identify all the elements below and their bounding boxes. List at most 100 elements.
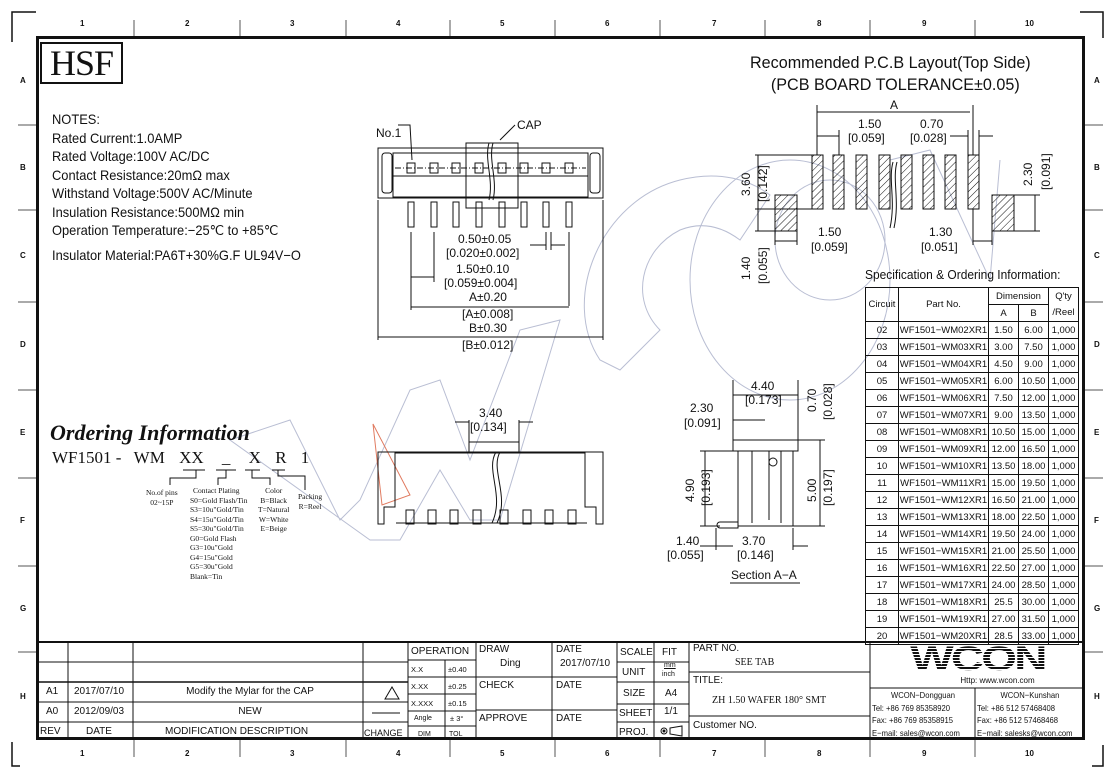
pcb-dim-padh: 2.30	[1021, 162, 1035, 186]
qty-cell: 1,000	[1048, 321, 1079, 339]
pcb-layout-title: Recommended P.C.B Layout(Top Side) (PCB …	[750, 52, 1031, 96]
code-pins: XX	[179, 448, 204, 467]
part-no-cell: WF1501−WM16XR1	[898, 559, 989, 577]
pcb-dim-padh-in: [0.091]	[1039, 153, 1053, 190]
dim-b-cell: 31.50	[1018, 610, 1049, 628]
zone-row: A	[20, 76, 26, 85]
qty-cell: 1,000	[1048, 508, 1079, 526]
qty-cell: 1,000	[1048, 491, 1079, 509]
top-dim-4: B±0.30	[469, 321, 507, 335]
part-no-cell: WF1501−WM11XR1	[898, 474, 989, 492]
pcb-dim-padw: 0.70	[920, 117, 944, 131]
qty-cell: 1,000	[1048, 593, 1079, 611]
dim-b-cell: 27.00	[1018, 559, 1049, 577]
part-no-cell: WF1501−WM10XR1	[898, 457, 989, 475]
part-no-cell: WF1501−WM17XR1	[898, 576, 989, 594]
pcb-title-line1: Recommended P.C.B Layout(Top Side)	[750, 53, 1031, 72]
part-no-cell: WF1501−WM12XR1	[898, 491, 989, 509]
dim-a-cell: 18.00	[988, 508, 1019, 526]
zone-col: 1	[80, 19, 85, 28]
dim-b-cell: 21.00	[1018, 491, 1049, 509]
check-date-label: DATE	[556, 680, 582, 691]
office-fax: Fax: +86 512 57468468	[977, 715, 1059, 725]
spec-table: Circuit Part No. Dimension Q'ty A B /Ree…	[865, 287, 1079, 645]
office-name: WCON−Kunshan	[1000, 690, 1060, 700]
rev-date-cell: 2012/09/03	[74, 706, 125, 717]
dim-a-cell: 4.50	[988, 355, 1019, 373]
code-wm: WM	[133, 448, 165, 467]
check-label: CHECK	[479, 680, 515, 691]
plating-item: Blank=Tin	[190, 571, 223, 581]
rev-cell: A0	[46, 706, 59, 717]
circuit-cell: 08	[865, 423, 899, 441]
dim-a-cell: 9.00	[988, 406, 1019, 424]
plating-item: S5=30u"Gold/Tin	[190, 524, 244, 533]
note-item: Rated Voltage:100V AC/DC	[52, 148, 210, 164]
top-dim-4-in: [B±0.012]	[462, 338, 514, 352]
size-value: A4	[665, 688, 678, 699]
pins-label: No.of pins	[146, 488, 178, 497]
dim-a-cell: 25.5	[988, 593, 1019, 611]
sec-h-left-in: [0.193]	[699, 469, 713, 506]
zone-col: 4	[396, 749, 401, 758]
zone-col: 6	[605, 749, 610, 758]
plating-item: S3=10u"Gold/Tin	[190, 505, 244, 514]
office-tel: Tel: +86 512 57468408	[977, 702, 1056, 713]
color-label: Color	[265, 486, 283, 495]
dim-a-cell: 15.00	[988, 474, 1019, 492]
dim-b-cell: 19.50	[1018, 474, 1049, 492]
tol-dim: X.XXX	[411, 699, 434, 708]
unit-bottom: inch	[662, 671, 675, 678]
cap-label: CAP	[517, 118, 542, 132]
tol-val: ±0.40	[448, 665, 467, 674]
office-email: E−mail: sales@wcon.com	[872, 727, 960, 738]
draw-label: DRAW	[479, 644, 510, 655]
operation-title: OPERATION	[411, 646, 470, 657]
pcb-dim-total-h-in: [0.142]	[756, 165, 770, 202]
note-item: Insulation Resistance:500MΩ min	[52, 203, 245, 220]
circuit-cell: 16	[865, 559, 899, 577]
unit-label: UNIT	[622, 667, 646, 678]
circuit-cell: 06	[865, 389, 899, 407]
rev-cell: A1	[46, 686, 59, 697]
zone-row: H	[20, 692, 26, 701]
sec-lead: 1.40	[676, 534, 700, 548]
pcb-dim-gap-in: [0.051]	[921, 240, 958, 254]
dim-a-cell: 13.50	[988, 457, 1019, 475]
part-no-cell: WF1501−WM15XR1	[898, 542, 989, 560]
section-label: Section A−A	[731, 568, 797, 582]
sec-cap-h: 0.70	[805, 388, 819, 412]
col-a: A	[988, 304, 1019, 322]
part-no-cell: WF1501−WM13XR1	[898, 508, 989, 526]
pcb-dim-side-w-in: [0.059]	[811, 240, 848, 254]
plating-item: G3=10u"Gold	[190, 543, 233, 552]
packing-label: Packing	[298, 492, 323, 501]
sheet-value: 1/1	[664, 706, 678, 717]
part-no-cell: WF1501−WM19XR1	[898, 610, 989, 628]
circuit-cell: 02	[865, 321, 899, 339]
zone-row: D	[20, 340, 26, 349]
part-no-value: SEE TAB	[735, 657, 775, 668]
circuit-cell: 05	[865, 372, 899, 390]
circuit-cell: 18	[865, 593, 899, 611]
qty-cell: 1,000	[1048, 457, 1079, 475]
unit-top: mm	[664, 662, 676, 669]
dim-b-cell: 12.00	[1018, 389, 1049, 407]
sec-w-top: 4.40	[751, 379, 775, 393]
pcb-dim-side-h-in: [0.055]	[756, 247, 770, 284]
color-item: E=Beige	[260, 524, 287, 533]
dim-a-cell: 22.50	[988, 559, 1019, 577]
tol-val: ±0.25	[448, 682, 467, 691]
dim-b-cell: 15.00	[1018, 423, 1049, 441]
dim-b-cell: 10.50	[1018, 372, 1049, 390]
zone-row: G	[1094, 604, 1101, 613]
cap-width-dim-in: [0.134]	[470, 420, 507, 434]
